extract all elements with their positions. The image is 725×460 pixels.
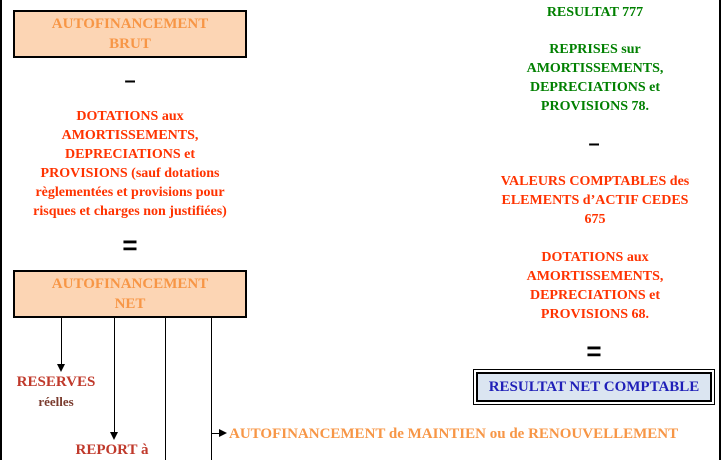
equals-operator-right: =: [586, 336, 602, 366]
minus-operator-left: –: [124, 70, 136, 92]
reprises-line-2: AMORTISSEMENTS,: [526, 61, 664, 76]
dotations-left-line-4: PROVISIONS (sauf dotations: [40, 166, 220, 181]
reserves-subtitle: réelles: [38, 394, 74, 409]
reprises-block: REPRISES sur AMORTISSEMENTS, DEPRECIATIO…: [475, 40, 715, 116]
autofinancement-brut-box: AUTOFINANCEMENT BRUT: [13, 10, 247, 58]
dotations-left-line-6: risques et charges non justifiées): [33, 204, 227, 219]
reprises-line-4: PROVISIONS 78.: [540, 99, 650, 114]
af-net-line-2: NET: [114, 296, 146, 312]
arrow-to-maintien: [219, 429, 227, 437]
af-brut-line-1: AUTOFINANCEMENT: [51, 16, 209, 32]
arrow-to-report: [110, 432, 118, 440]
arrow-to-reserves: [57, 364, 65, 372]
connector-report: [114, 318, 115, 436]
dotations-left-line-5: règlementées et provisions pour: [35, 185, 225, 200]
dotations-left-line-1: DOTATIONS aux: [76, 109, 184, 124]
resultat-net-comptable-box: RESULTAT NET COMPTABLE: [473, 369, 715, 405]
dotations-right-line-1: DOTATIONS aux: [541, 250, 649, 265]
equals-operator-left: =: [122, 230, 138, 260]
connector-branch-4: [211, 318, 212, 460]
connector-maintien: [211, 433, 221, 434]
dotations-left-line-2: AMORTISSEMENTS,: [61, 128, 199, 143]
reserves-title: RESERVES: [16, 374, 96, 390]
autofinancement-net-box: AUTOFINANCEMENT NET: [13, 270, 247, 318]
af-brut-line-2: BRUT: [109, 36, 151, 52]
dotations-right-line-3: DEPRECIATIONS et: [529, 288, 661, 303]
reserves-label: RESERVES réelles: [8, 372, 104, 412]
dotations-block-left: DOTATIONS aux AMORTISSEMENTS, DEPRECIATI…: [10, 107, 250, 221]
af-net-line-1: AUTOFINANCEMENT: [51, 276, 209, 292]
connector-branch-3: [165, 318, 166, 460]
valeurs-line-3: 675: [584, 212, 606, 227]
valeurs-line-1: VALEURS COMPTABLES des: [500, 174, 690, 189]
minus-operator-right: –: [588, 133, 600, 155]
dotations-right-line-2: AMORTISSEMENTS,: [526, 269, 664, 284]
dotations-left-line-3: DEPRECIATIONS et: [64, 147, 196, 162]
resultat-777-label: RESULTAT 777: [546, 5, 644, 20]
reprises-line-3: DEPRECIATIONS et: [529, 80, 661, 95]
report-label: REPORT à: [75, 442, 149, 458]
autofinancement-maintien-label: AUTOFINANCEMENT de MAINTIEN ou de RENOUV…: [229, 426, 679, 442]
reprises-line-1: REPRISES sur: [549, 42, 641, 57]
valeurs-line-2: ELEMENTS d’ACTIF CEDES: [501, 193, 689, 208]
dotations-right-line-4: PROVISIONS 68.: [540, 307, 650, 322]
valeurs-comptables-block: VALEURS COMPTABLES des ELEMENTS d’ACTIF …: [470, 172, 720, 229]
connector-reserves: [61, 318, 62, 366]
dotations-block-right: DOTATIONS aux AMORTISSEMENTS, DEPRECIATI…: [475, 248, 715, 324]
